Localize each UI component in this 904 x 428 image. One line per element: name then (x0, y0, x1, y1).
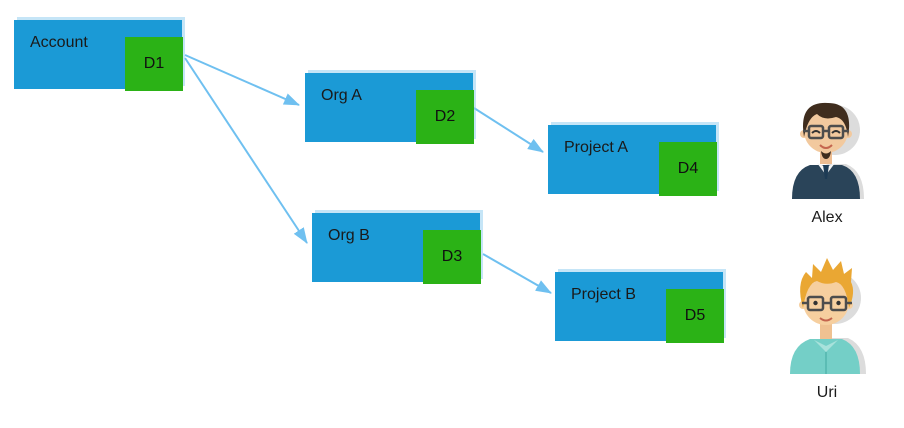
node-org-a-label: Org A (321, 87, 362, 104)
node-org-a: Org A D2 (305, 73, 474, 144)
node-project-b-label: Project B (571, 286, 636, 303)
node-org-b-label: Org B (328, 227, 370, 244)
arrow-d3-to-project-b (482, 253, 552, 294)
badge-d4: D4 (659, 142, 717, 196)
badge-d1: D1 (125, 37, 183, 91)
arrow-d2-to-project-a (473, 107, 544, 153)
avatar-uri-icon (790, 258, 866, 374)
arrow-d1-to-org-a (184, 54, 300, 106)
node-account: Account D1 (14, 20, 183, 91)
badge-d2: D2 (416, 90, 474, 144)
node-org-b: Org B D3 (312, 213, 481, 284)
user-alex-name: Alex (811, 209, 843, 226)
badge-d5: D5 (666, 289, 724, 343)
user-alex: Alex (782, 93, 872, 227)
node-project-a-label: Project A (564, 139, 629, 156)
avatar-alex-icon (792, 102, 864, 199)
badge-d3: D3 (423, 230, 481, 284)
arrow-d1-to-org-b (184, 57, 308, 244)
user-uri: Uri (782, 250, 872, 402)
user-uri-name: Uri (816, 384, 838, 401)
node-project-a: Project A D4 (548, 125, 717, 196)
node-project-b: Project B D5 (555, 272, 724, 343)
node-account-label: Account (30, 34, 88, 51)
